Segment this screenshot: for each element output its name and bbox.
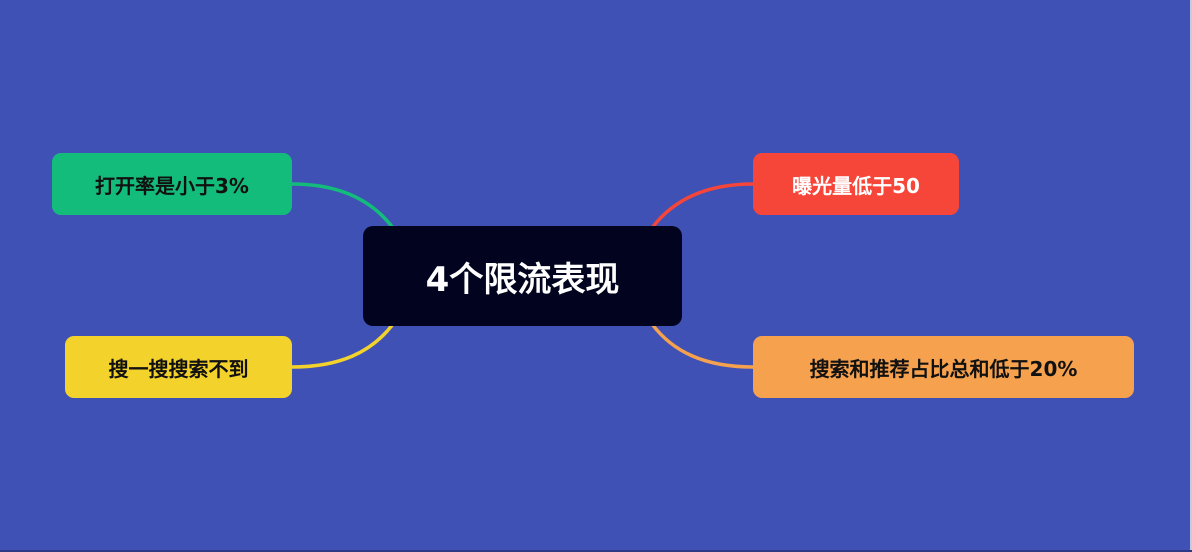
connector-search-missing [290, 322, 395, 369]
branch-node-open-rate[interactable]: 打开率是小于3% [52, 153, 292, 215]
branch-label: 搜索和推荐占比总和低于20% [809, 356, 1078, 381]
root-node[interactable]: 4个限流表现 [363, 226, 682, 326]
bottom-border [0, 550, 1192, 552]
branch-node-exposure[interactable]: 曝光量低于50 [753, 153, 959, 215]
connector-exposure [650, 182, 755, 230]
connector-search-recommend [650, 322, 755, 369]
branch-label: 搜一搜搜索不到 [108, 356, 249, 381]
connector-open-rate [290, 182, 395, 230]
branch-node-search-recommend[interactable]: 搜索和推荐占比总和低于20% [753, 336, 1134, 398]
right-border [1190, 0, 1192, 552]
branch-node-search-missing[interactable]: 搜一搜搜索不到 [65, 336, 292, 398]
root-node-label: 4个限流表现 [425, 259, 620, 300]
branch-label: 打开率是小于3% [95, 173, 249, 198]
branch-label: 曝光量低于50 [792, 173, 920, 198]
